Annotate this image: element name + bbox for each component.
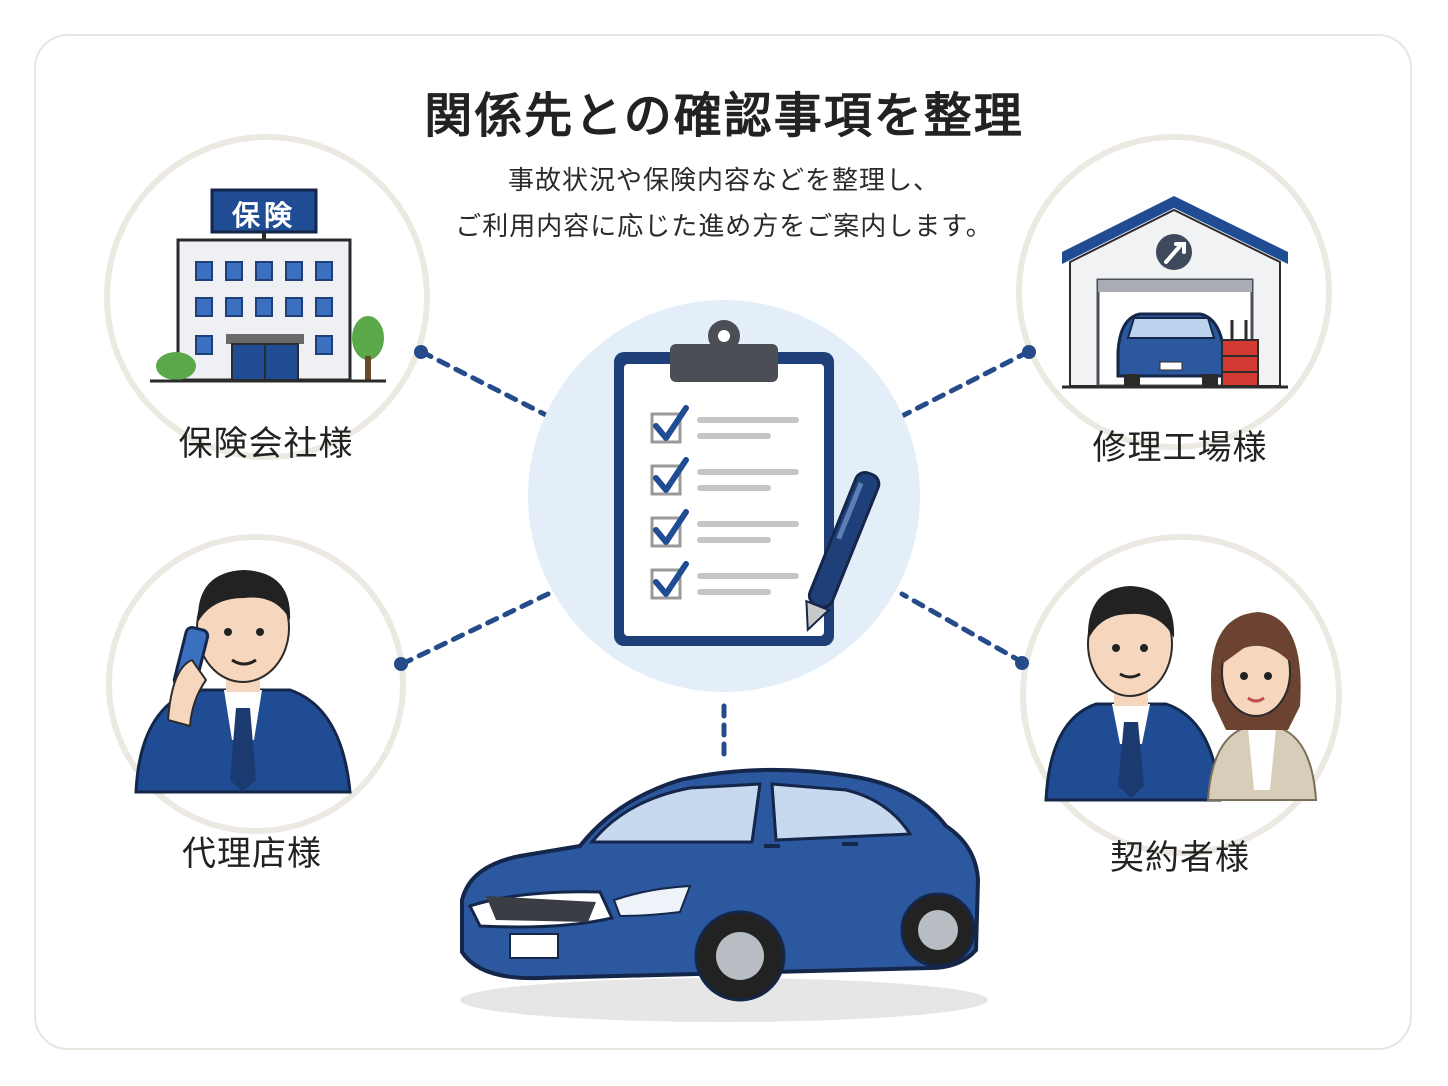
connector-repair xyxy=(899,349,1031,419)
checklist-clipboard-icon xyxy=(614,320,881,646)
subtitle-line-1: 事故状況や保険内容などを整理し、 xyxy=(507,166,940,196)
connector-insurance xyxy=(419,349,551,419)
repair-garage-icon xyxy=(1062,196,1288,389)
connector-policyholder xyxy=(899,591,1025,665)
policyholder-couple-icon xyxy=(1044,586,1318,802)
repair-shop-label: 修理工場様 xyxy=(1092,428,1268,468)
pen-icon xyxy=(805,470,881,632)
agency-label: 代理店様 xyxy=(182,834,322,874)
agent-on-phone-icon xyxy=(134,570,352,794)
insurance-sign-text: 保険 xyxy=(231,199,296,232)
insurance-company-label: 保険会社様 xyxy=(178,424,354,464)
policyholder-label: 契約者様 xyxy=(1110,838,1250,878)
page-title: 関係先との確認事項を整理 xyxy=(424,88,1024,144)
connector-agency xyxy=(399,591,551,667)
connector-lines xyxy=(399,349,1031,765)
blue-sedan-car-icon xyxy=(460,767,988,1022)
connector-dots xyxy=(394,345,1036,671)
subtitle-line-2: ご利用内容に応じた進め方をご案内します。 xyxy=(455,212,993,242)
insurance-building-icon xyxy=(150,188,386,383)
